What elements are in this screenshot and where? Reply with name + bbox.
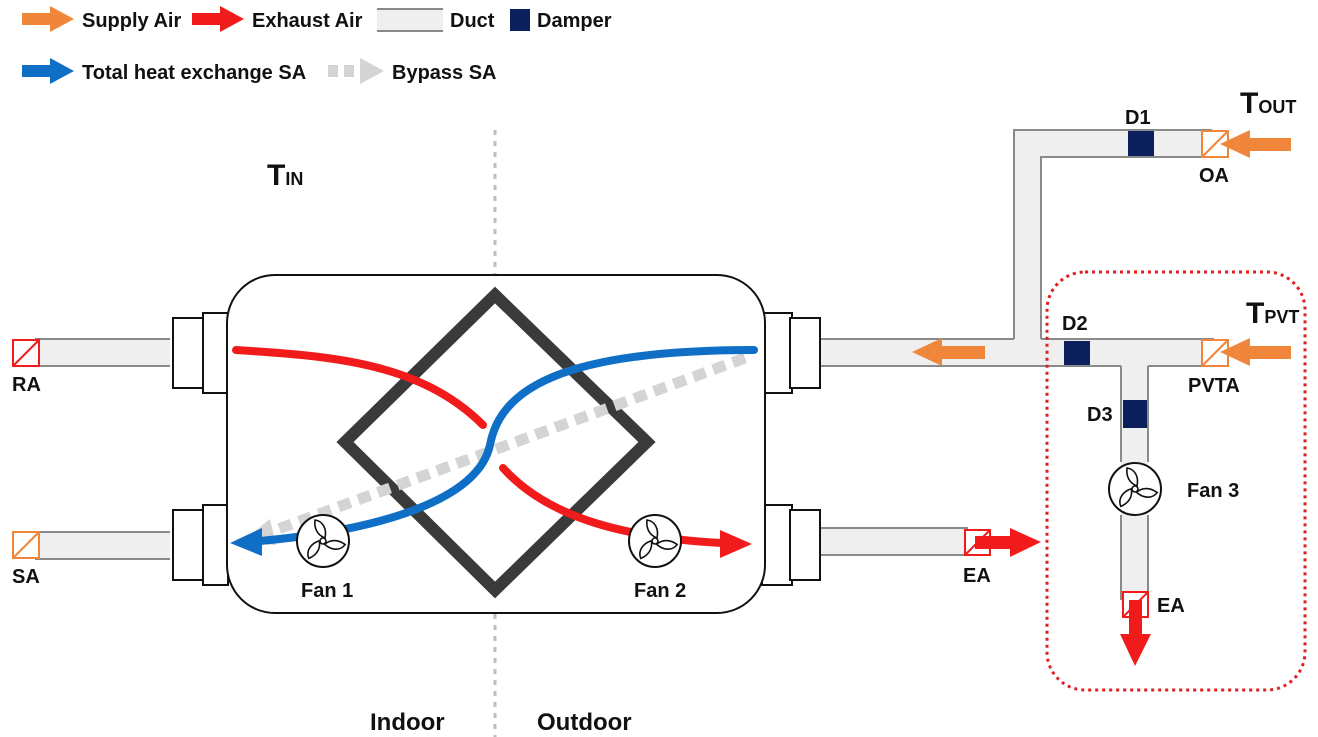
- legend-exhaust-air-label: Exhaust Air: [252, 10, 363, 32]
- svg-text:TIN: TIN: [267, 159, 303, 192]
- legend-damper-icon: [510, 9, 530, 31]
- legend-supply-air-arrow-icon: [22, 6, 74, 32]
- fan-2-label: Fan 2: [634, 580, 686, 602]
- exhaust-flow-lower-arrow-icon: [499, 464, 752, 558]
- damper-d2-icon: [1064, 341, 1090, 365]
- heat-exchanger-core: [336, 286, 656, 599]
- oa-supply-duct: [1013, 129, 1212, 366]
- outdoor-label: Outdoor: [537, 709, 632, 736]
- ea-duct: [818, 527, 968, 556]
- t-in-label: TIN: [267, 159, 303, 192]
- sa-label: SA: [12, 566, 40, 588]
- ra-port-box-icon: [12, 339, 40, 367]
- pvta-inlet-arrow-icon: [1220, 338, 1291, 366]
- indoor-label: Indoor: [370, 709, 445, 736]
- fan-3-label: Fan 3: [1187, 480, 1239, 502]
- legend-duct-label: Duct: [450, 10, 495, 32]
- fan-3-icon: [1108, 462, 1162, 516]
- ea-label: EA: [963, 565, 991, 587]
- heat-exchange-flow-arrow-icon: [230, 346, 758, 556]
- damper-d3-label: D3: [1087, 404, 1113, 426]
- fan-1-icon: [296, 514, 350, 568]
- pvta-label: PVTA: [1188, 375, 1240, 397]
- legend-exhaust-air-arrow-icon: [192, 6, 244, 32]
- damper-d2-label: D2: [1062, 313, 1088, 335]
- sa-port-box-icon: [12, 531, 40, 559]
- fan-1-label: Fan 1: [301, 580, 353, 602]
- t-out-label: TOUT: [1240, 87, 1296, 120]
- legend-heat-exchange-arrow-icon: [22, 58, 74, 84]
- ea-outlet-arrow-icon: [975, 528, 1041, 557]
- pvt-ea-label: EA: [1157, 595, 1185, 617]
- sa-duct: [35, 531, 170, 560]
- right-top-connector: [761, 312, 821, 394]
- damper-d1-icon: [1128, 131, 1154, 156]
- legend-damper-label: Damper: [537, 10, 612, 32]
- legend: Supply Air Exhaust Air Duct Damper Total…: [22, 6, 612, 84]
- left-top-connector: [172, 312, 229, 394]
- legend-heat-exchange-label: Total heat exchange SA: [82, 62, 306, 84]
- main-supply-arrow-icon: [912, 338, 985, 366]
- oa-port-box-icon: [1201, 130, 1229, 158]
- svg-text:TPVT: TPVT: [1246, 297, 1299, 330]
- legend-duct-icon: [377, 8, 443, 32]
- ra-duct: [35, 338, 170, 367]
- legend-bypass-label: Bypass SA: [392, 62, 497, 84]
- pvt-ea-outlet-arrow-icon: [1120, 600, 1151, 666]
- exhaust-flow-upper: [232, 346, 487, 429]
- damper-d3-icon: [1123, 400, 1147, 428]
- oa-inlet-arrow-icon: [1220, 130, 1291, 158]
- legend-bypass-arrow-icon: [328, 58, 384, 84]
- right-bottom-connector: [761, 504, 821, 586]
- main-supply-duct: [818, 338, 1214, 367]
- left-bottom-connector: [172, 504, 229, 586]
- fan-2-icon: [628, 514, 682, 568]
- damper-d1-label: D1: [1125, 107, 1151, 129]
- legend-supply-air-label: Supply Air: [82, 10, 181, 32]
- pvt-zone-boundary: [1045, 270, 1307, 692]
- ra-label: RA: [12, 374, 41, 396]
- oa-label: OA: [1199, 165, 1229, 187]
- t-pvt-label: TPVT: [1246, 297, 1299, 330]
- svg-text:TOUT: TOUT: [1240, 87, 1296, 120]
